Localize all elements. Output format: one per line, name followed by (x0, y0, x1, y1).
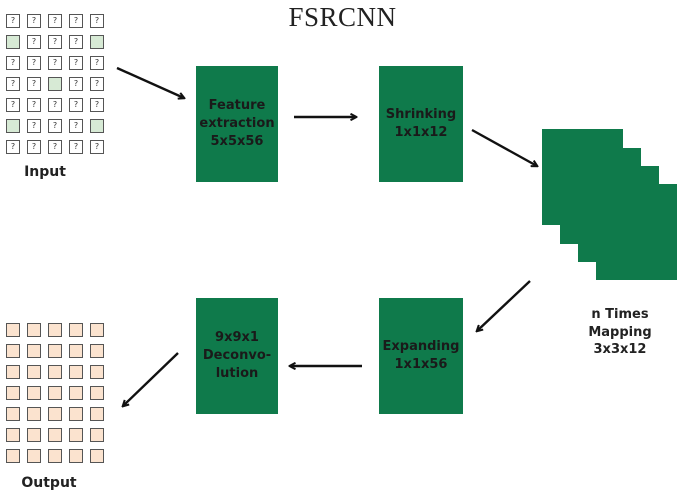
unknown-pixel-cell: ? (48, 14, 62, 28)
diagram-title: FSRCNN (288, 2, 397, 32)
mapping-layer-1 (542, 129, 623, 225)
output-pixel-cell (90, 365, 104, 379)
unknown-pixel-cell: ? (6, 140, 20, 154)
known-pixel-cell (48, 77, 62, 91)
output-pixel-cell (27, 365, 41, 379)
unknown-pixel-cell: ? (69, 140, 83, 154)
unknown-pixel-cell: ? (69, 56, 83, 70)
output-pixel-cell (48, 386, 62, 400)
unknown-pixel-cell: ? (27, 77, 41, 91)
output-pixel-cell (6, 428, 20, 442)
unknown-pixel-cell: ? (69, 35, 83, 49)
feature-extraction-label: Feature extraction 5x5x56 (199, 98, 275, 149)
output-pixel-cell (90, 344, 104, 358)
unknown-pixel-cell: ? (27, 56, 41, 70)
deconvolution-label: 9x9x1 Deconvo- lution (202, 330, 272, 381)
output-pixel-cell (90, 428, 104, 442)
unknown-pixel-cell: ? (90, 14, 104, 28)
output-pixel-cell (27, 344, 41, 358)
unknown-pixel-cell: ? (48, 35, 62, 49)
unknown-pixel-cell: ? (90, 77, 104, 91)
unknown-pixel-cell: ? (6, 14, 20, 28)
mapping-label: n Times Mapping 3x3x12 (588, 307, 652, 358)
unknown-pixel-cell: ? (6, 98, 20, 112)
output-pixel-cell (69, 365, 83, 379)
output-pixel-cell (6, 323, 20, 337)
input-label: Input (24, 164, 66, 180)
arrow-mapping-to-expanding (477, 280, 531, 331)
unknown-pixel-cell: ? (90, 98, 104, 112)
output-pixel-cell (48, 407, 62, 421)
deconvolution-block: 9x9x1 Deconvo- lution (196, 298, 278, 414)
unknown-pixel-cell: ? (27, 98, 41, 112)
known-pixel-cell (90, 35, 104, 49)
unknown-pixel-cell: ? (48, 140, 62, 154)
output-pixel-cell (90, 323, 104, 337)
shrinking-label: Shrinking 1x1x12 (385, 107, 457, 140)
unknown-pixel-cell: ? (27, 35, 41, 49)
unknown-pixel-cell: ? (69, 119, 83, 133)
known-pixel-cell (6, 35, 20, 49)
shrinking-block: Shrinking 1x1x12 (379, 66, 463, 182)
output-pixel-cell (48, 323, 62, 337)
expanding-label: Expanding 1x1x56 (382, 339, 460, 372)
output-pixel-cell (90, 407, 104, 421)
unknown-pixel-cell: ? (6, 77, 20, 91)
output-pixel-cell (6, 407, 20, 421)
output-pixel-cell (6, 344, 20, 358)
known-pixel-cell (6, 119, 20, 133)
output-pixel-cell (48, 344, 62, 358)
feature-extraction-block: Feature extraction 5x5x56 (196, 66, 278, 182)
output-pixel-cell (48, 428, 62, 442)
output-pixel-cell (69, 428, 83, 442)
unknown-pixel-cell: ? (48, 98, 62, 112)
unknown-pixel-cell: ? (69, 77, 83, 91)
unknown-pixel-cell: ? (48, 119, 62, 133)
unknown-pixel-cell: ? (90, 140, 104, 154)
output-pixel-cell (27, 407, 41, 421)
output-pixel-cell (48, 365, 62, 379)
output-pixel-cell (69, 386, 83, 400)
output-pixel-cell (27, 386, 41, 400)
output-pixel-cell (69, 344, 83, 358)
output-pixel-cell (48, 449, 62, 463)
output-label: Output (21, 475, 77, 491)
unknown-pixel-cell: ? (27, 140, 41, 154)
arrow-input-to-feature (116, 66, 184, 98)
output-pixel-cell (6, 449, 20, 463)
output-pixel-cell (27, 449, 41, 463)
unknown-pixel-cell: ? (69, 14, 83, 28)
unknown-pixel-cell: ? (6, 56, 20, 70)
arrow-shrinking-to-mapping (471, 128, 537, 166)
output-pixel-cell (27, 428, 41, 442)
output-pixel-cell (90, 449, 104, 463)
output-pixel-cell (69, 407, 83, 421)
output-pixel-cell (69, 323, 83, 337)
unknown-pixel-cell: ? (90, 56, 104, 70)
output-pixel-cell (6, 365, 20, 379)
unknown-pixel-cell: ? (69, 98, 83, 112)
output-pixel-cell (69, 449, 83, 463)
output-pixel-cell (27, 323, 41, 337)
unknown-pixel-cell: ? (27, 14, 41, 28)
known-pixel-cell (90, 119, 104, 133)
output-pixel-cell (90, 386, 104, 400)
arrow-deconvolution-to-output (123, 352, 179, 406)
output-pixel-cell (6, 386, 20, 400)
unknown-pixel-cell: ? (27, 119, 41, 133)
unknown-pixel-cell: ? (48, 56, 62, 70)
expanding-block: Expanding 1x1x56 (379, 298, 463, 414)
